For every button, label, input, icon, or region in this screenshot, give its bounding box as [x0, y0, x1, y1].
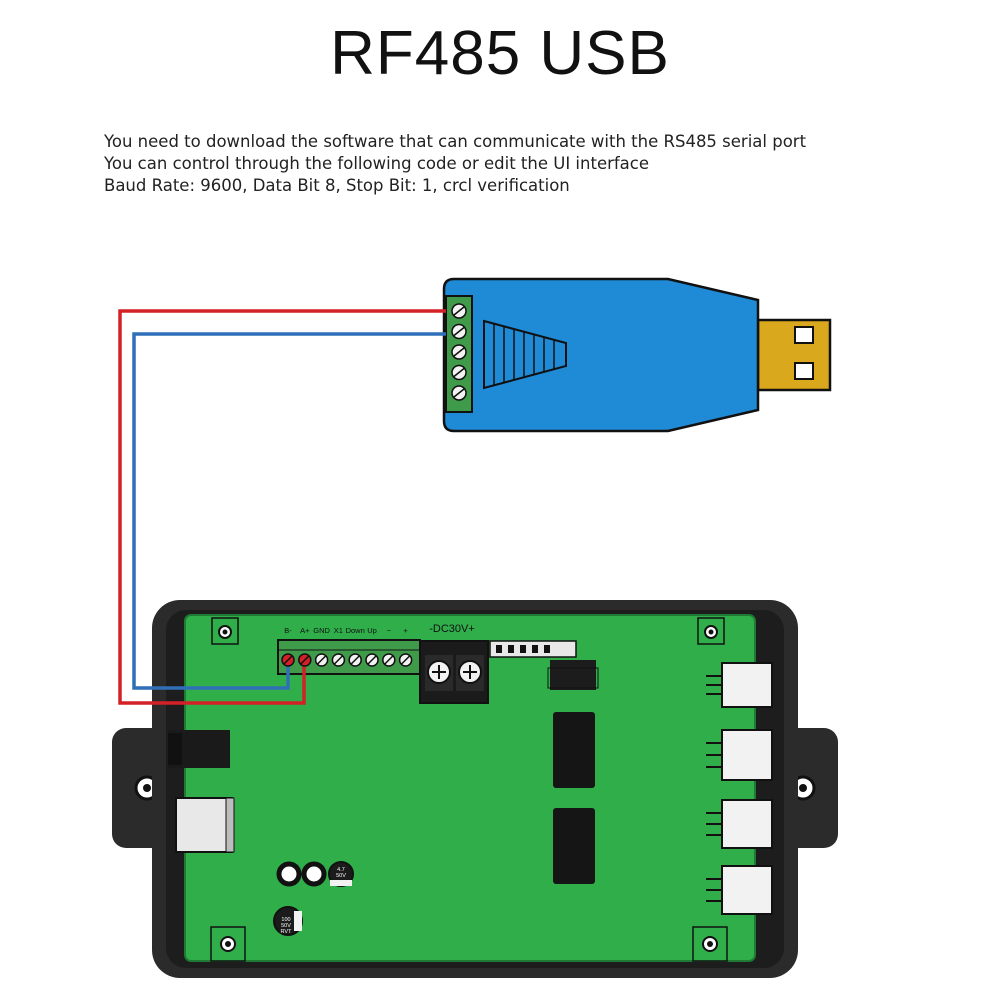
terminal-label: Up [367, 626, 377, 635]
wire-blue [132, 332, 446, 690]
led [301, 861, 327, 887]
usb-port [175, 797, 235, 853]
dc-jack [168, 730, 230, 768]
right-connectors [706, 662, 773, 915]
pcb-board [184, 614, 756, 962]
led [276, 861, 302, 887]
instruction-line: You can control through the following co… [104, 154, 650, 173]
terminal-label: Down [346, 626, 365, 635]
instruction-line: You need to download the software that c… [104, 132, 807, 151]
terminal-label: B- [284, 626, 292, 635]
terminal-label: A+ [300, 626, 310, 635]
terminal-label: − [387, 626, 392, 635]
usb-plug-icon [756, 318, 832, 392]
power-terminal [419, 640, 489, 704]
page-title: RF485 USB [330, 19, 670, 88]
power-label: -DC30V+ [429, 623, 475, 635]
ic-chip [553, 712, 595, 788]
instruction-line: Baud Rate: 9600, Data Bit 8, Stop Bit: 1… [104, 176, 570, 195]
terminal-label: GND [313, 626, 330, 635]
wire-red [118, 309, 446, 705]
terminal-label: X1 [334, 626, 343, 635]
terminal-label: + [403, 626, 408, 635]
adapter-body [442, 277, 760, 433]
ic-chip [553, 808, 595, 884]
instructions: You need to download the software that c… [104, 131, 806, 197]
ic-chips [553, 712, 595, 884]
pcb [184, 614, 756, 962]
rs485-adapter-icon [442, 277, 832, 433]
wires [118, 309, 446, 705]
pin-header [489, 640, 599, 690]
